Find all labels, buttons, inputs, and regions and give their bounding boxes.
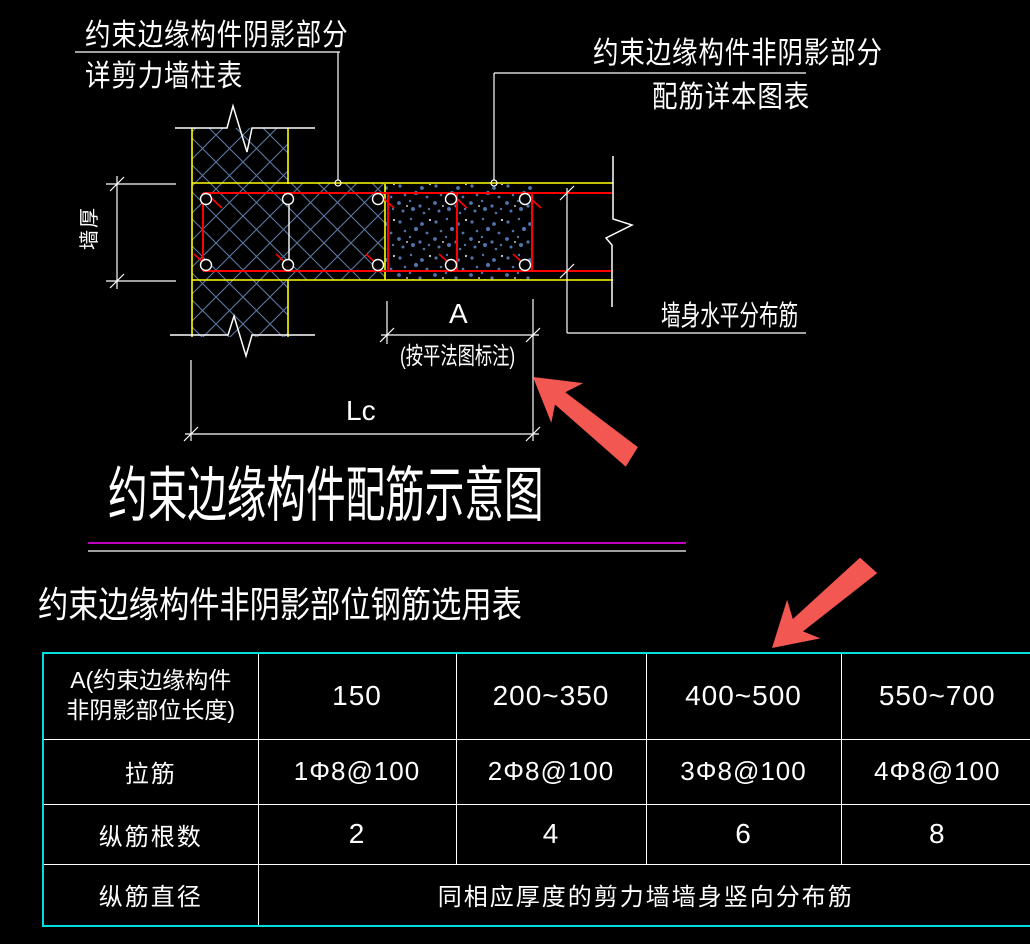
header-a-line2: 非阴影部位长度) bbox=[66, 697, 236, 724]
dimension-wall-thickness bbox=[106, 176, 176, 289]
diagram-title: 约束边缘构件配筋示意图 bbox=[108, 462, 544, 529]
annotation-arrow-1 bbox=[533, 377, 638, 467]
rebar-section-dots bbox=[199, 192, 532, 272]
bar-count-cell: 4 bbox=[455, 803, 647, 865]
tie-bar-value-cell: 1Φ8@100 bbox=[257, 738, 457, 805]
row-label-cell: 纵筋根数 bbox=[42, 803, 259, 865]
bar-count-cell: 2 bbox=[257, 803, 457, 865]
nonshadow-concrete-region bbox=[385, 184, 532, 280]
bar-count-cell: 6 bbox=[645, 803, 842, 865]
bar-diameter-note-cell: 同相应厚度的剪力墙墙身竖向分布筋 bbox=[257, 863, 1030, 927]
horizontal-distribution-bars-label: 墙身水平分布筋 bbox=[661, 300, 799, 331]
row-label-cell: 拉筋 bbox=[42, 738, 259, 805]
row-label-cell: 纵筋直径 bbox=[42, 863, 259, 927]
dimension-a bbox=[379, 299, 541, 441]
callout-nonshadow-part-line2: 配筋详本图表 bbox=[652, 81, 811, 114]
table-row-bar-diameter: 纵筋直径 同相应厚度的剪力墙墙身竖向分布筋 bbox=[42, 863, 1030, 927]
header-range-cell: 400~500 bbox=[645, 652, 842, 740]
header-range-cell: 150 bbox=[257, 652, 457, 740]
diagram-linework bbox=[75, 51, 878, 648]
table-title: 约束边缘构件非阴影部位钢筋选用表 bbox=[38, 584, 522, 625]
header-range-cell: 200~350 bbox=[455, 652, 647, 740]
header-a-line1: A(约束边缘构件 bbox=[70, 667, 232, 694]
tie-hook-marks bbox=[193, 195, 542, 267]
annotation-arrows bbox=[533, 377, 878, 648]
rebar-selection-table: A(约束边缘构件 非阴影部位长度) 150 200~350 400~500 55… bbox=[42, 652, 1030, 927]
tie-bar-value-cell: 4Φ8@100 bbox=[840, 738, 1030, 805]
header-range-cell: 550~700 bbox=[840, 652, 1030, 740]
rebar-lines bbox=[202, 192, 613, 272]
wall-thickness-label: 墙厚 bbox=[79, 206, 101, 250]
leader-lines bbox=[75, 51, 806, 334]
header-a-length-cell: A(约束边缘构件 非阴影部位长度) bbox=[42, 652, 259, 740]
callout-nonshadow-part-line1: 约束边缘构件非阴影部分 bbox=[593, 37, 883, 70]
break-symbols bbox=[170, 103, 634, 359]
annotation-arrow-2 bbox=[772, 557, 878, 648]
tie-bar-value-cell: 2Φ8@100 bbox=[455, 738, 647, 805]
table-row-header: A(约束边缘构件 非阴影部位长度) 150 200~350 400~500 55… bbox=[42, 652, 1030, 740]
dimension-a-label: A bbox=[449, 298, 468, 329]
title-underline bbox=[88, 542, 686, 552]
callout-shadow-part-line2: 详剪力墙柱表 bbox=[85, 60, 244, 93]
tie-bar-value-cell: 3Φ8@100 bbox=[645, 738, 842, 805]
callout-shadow-part-line1: 约束边缘构件阴影部分 bbox=[85, 19, 349, 52]
dimension-a-note: (按平法图标注) bbox=[400, 343, 516, 370]
shadow-hatch-region bbox=[192, 128, 385, 337]
table-row-tie-bars: 拉筋 1Φ8@100 2Φ8@100 3Φ8@100 4Φ8@100 bbox=[42, 738, 1030, 805]
table-row-bar-count: 纵筋根数 2 4 6 8 bbox=[42, 803, 1030, 865]
dimension-lc-label: Lc bbox=[346, 395, 376, 426]
dimension-lc bbox=[183, 360, 541, 442]
bar-count-cell: 8 bbox=[840, 803, 1030, 865]
wall-outline-lines bbox=[191, 128, 613, 337]
